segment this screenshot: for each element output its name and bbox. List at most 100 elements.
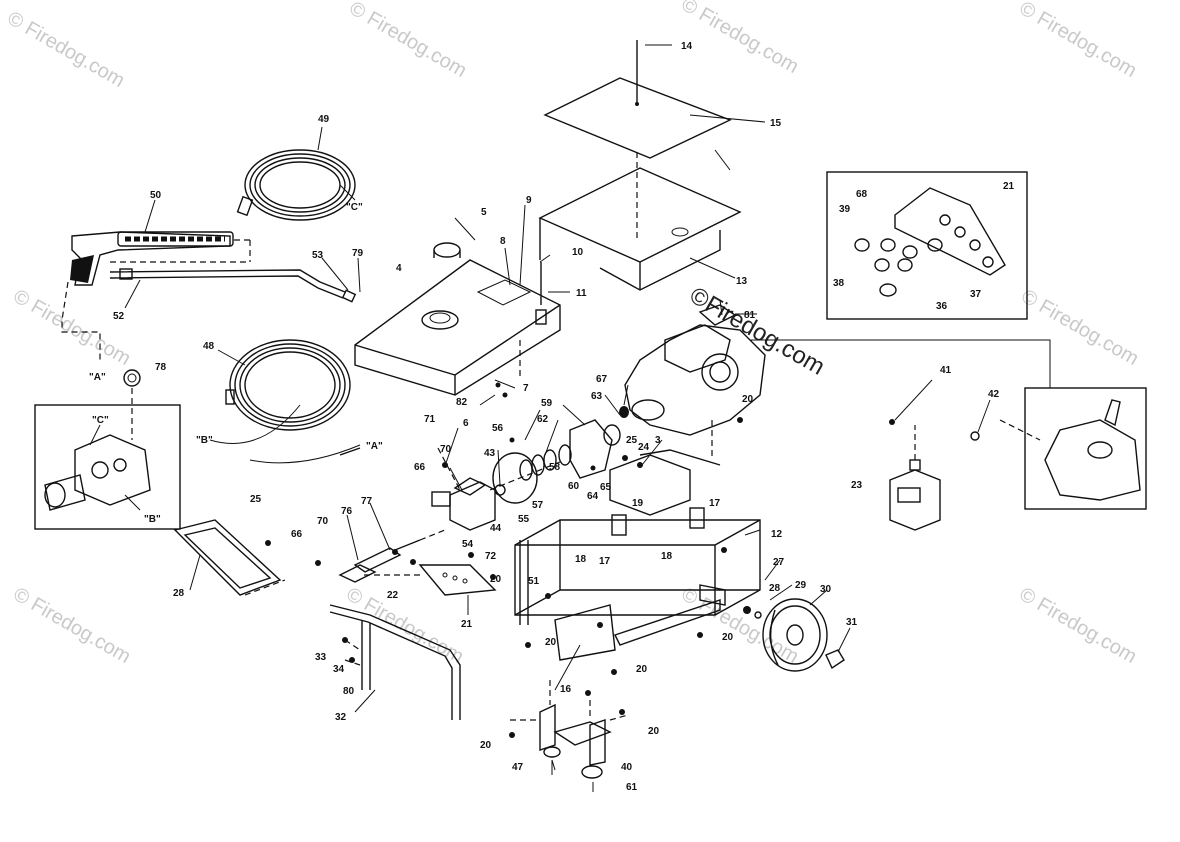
- part-label: 20: [722, 632, 734, 643]
- part-label: 81: [744, 310, 756, 321]
- part-label: 21: [1003, 181, 1015, 192]
- part-label: 60: [568, 481, 580, 492]
- outlet-fitting: [315, 502, 446, 583]
- part-label: 67: [596, 374, 608, 385]
- part-label: 23: [851, 480, 863, 491]
- callout-c: "C": [346, 202, 363, 213]
- part-label: 66: [291, 529, 303, 540]
- fuel-tank: [354, 204, 570, 396]
- bolt-inset-box: [826, 171, 1028, 320]
- part-label: 10: [572, 247, 584, 258]
- part-labels: 14 15 49 50 5 9 8 10 13 4 11 21 68 39 38…: [113, 41, 1015, 793]
- part-label: 6: [463, 418, 469, 429]
- part-label: 19: [632, 498, 644, 509]
- pump-assembly: [431, 406, 629, 531]
- part-label: 37: [970, 289, 982, 300]
- part-label: 16: [560, 684, 572, 695]
- part-label: 30: [820, 584, 832, 595]
- part-label: 70: [317, 516, 329, 527]
- part-label: 18: [575, 554, 587, 565]
- part-label: 56: [492, 423, 504, 434]
- part-label: 77: [361, 496, 373, 507]
- connector-callouts: "C" "A" "B" "A" "C" "B": [89, 202, 383, 525]
- part-label: 28: [769, 583, 781, 594]
- part-label: 76: [341, 506, 353, 517]
- part-label: 38: [833, 278, 845, 289]
- svg-text:© Firedog.com: © Firedog.com: [1016, 583, 1141, 668]
- accessory-tray: [173, 519, 286, 596]
- watermark-text: Firedog.com: [27, 593, 134, 668]
- callout-a: "A": [366, 441, 383, 452]
- part-label: 25: [250, 494, 262, 505]
- part-label: 43: [484, 448, 496, 459]
- watermark-text: Firedog.com: [21, 17, 128, 92]
- part-label: 20: [490, 574, 502, 585]
- watermark-text: Firedog.com: [1033, 593, 1140, 668]
- part-label: 33: [315, 652, 327, 663]
- part-label: 78: [155, 362, 167, 373]
- callout-b: "B": [144, 514, 161, 525]
- part-label: 66: [414, 462, 426, 473]
- part-label: 20: [648, 726, 660, 737]
- part-label: 36: [936, 301, 948, 312]
- part-label: 12: [771, 529, 783, 540]
- part-label: 48: [203, 341, 215, 352]
- part-label: 79: [352, 248, 364, 259]
- part-label: 4: [396, 263, 402, 274]
- part-label: 49: [318, 114, 330, 125]
- engine-inset-box: [750, 339, 1147, 510]
- part-label: 50: [150, 190, 162, 201]
- svg-text:© Firedog.com: © Firedog.com: [10, 285, 135, 370]
- foot-bracket: [510, 680, 629, 792]
- part-label: 68: [856, 189, 868, 200]
- part-label: 18: [661, 551, 673, 562]
- part-label: 9: [526, 195, 532, 206]
- part-label: 41: [940, 365, 952, 376]
- part-label: 11: [576, 288, 587, 299]
- watermarks: © Firedog.com © Firedog.com © Firedog.co…: [4, 0, 1143, 668]
- svg-text:© Firedog.com: © Firedog.com: [1016, 0, 1141, 82]
- watermark-center: Firedog.com: [700, 291, 829, 381]
- part-label: 42: [988, 389, 1000, 400]
- part-label: 82: [456, 397, 468, 408]
- support-tray: [538, 152, 742, 291]
- svg-text:© Firedog.com: © Firedog.com: [346, 0, 471, 82]
- callout-a: "A": [89, 372, 106, 383]
- watermark-text: Firedog.com: [27, 295, 134, 370]
- svg-text:© Firedog.com: © Firedog.com: [10, 583, 135, 668]
- part-label: 61: [626, 782, 638, 793]
- part-label: 32: [335, 712, 347, 723]
- part-label: 57: [532, 500, 544, 511]
- svg-text:© Firedog.com: © Firedog.com: [4, 7, 129, 92]
- part-label: 47: [512, 762, 524, 773]
- part-label: 3: [655, 435, 661, 446]
- part-label: 39: [839, 204, 851, 215]
- part-label: 34: [333, 664, 345, 675]
- part-label: 29: [795, 580, 807, 591]
- svg-text:© Firedog.com: © Firedog.com: [1018, 285, 1143, 370]
- part-label: 71: [424, 414, 436, 425]
- part-label: 44: [490, 523, 502, 534]
- part-label: 53: [312, 250, 324, 261]
- part-label: 54: [462, 539, 474, 550]
- pump-inset-box: [34, 369, 181, 530]
- part-label: 59: [541, 398, 553, 409]
- hose-49: [236, 126, 356, 221]
- part-label: 55: [518, 514, 530, 525]
- spray-wand: [61, 257, 361, 360]
- part-label: 17: [709, 498, 721, 509]
- watermark-text: Firedog.com: [695, 3, 802, 78]
- part-label: 64: [587, 491, 599, 502]
- watermark-text: Firedog.com: [695, 593, 802, 668]
- part-label: 27: [773, 557, 785, 568]
- part-label: 20: [480, 740, 492, 751]
- svg-text:© Firedog.com: © Firedog.com: [343, 583, 468, 668]
- part-label: 80: [343, 686, 355, 697]
- fastener-dots: [342, 382, 743, 738]
- part-label: 31: [846, 617, 858, 628]
- part-label: 14: [681, 41, 693, 52]
- part-label: 20: [636, 664, 648, 675]
- part-label: 13: [736, 276, 748, 287]
- watermark-text: Firedog.com: [1035, 295, 1142, 370]
